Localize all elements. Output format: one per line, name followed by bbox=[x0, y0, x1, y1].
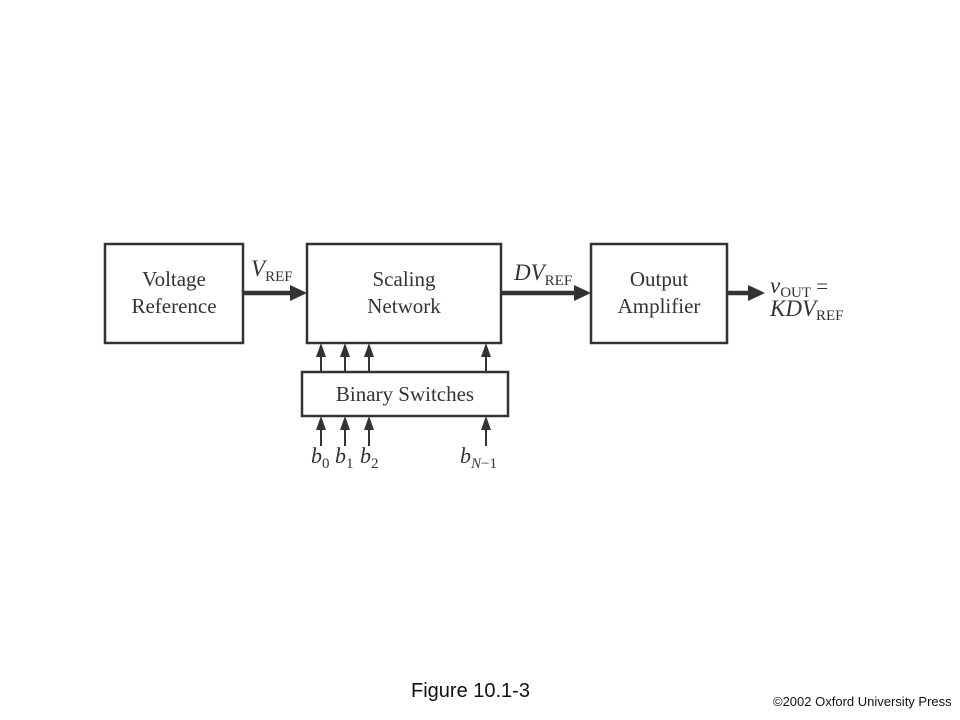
bit-label-b1: b1 bbox=[335, 443, 354, 472]
copyright-notice: ©2002 Oxford University Press bbox=[773, 694, 952, 709]
voltage-reference-block: Voltage Reference bbox=[103, 242, 245, 345]
bit-label-b0: b0 bbox=[311, 443, 330, 472]
vref-label: VREF bbox=[251, 256, 293, 285]
voltage-reference-label-line1: Voltage bbox=[142, 267, 206, 291]
scaling-network-label-line1: Scaling bbox=[373, 267, 436, 291]
bit-label-b2: b2 bbox=[360, 443, 379, 472]
switch-to-network-arrows bbox=[316, 343, 491, 372]
dvref-label: DVREF bbox=[513, 260, 572, 289]
scaling-network-label-line2: Network bbox=[367, 294, 441, 318]
binary-switches-block: Binary Switches bbox=[300, 370, 510, 418]
dvref-arrow bbox=[501, 285, 591, 301]
bit-label-bn-minus-1: bN−1 bbox=[460, 443, 497, 472]
bit-input-arrows bbox=[316, 416, 491, 446]
vout-label-line2: KDVREF bbox=[769, 296, 844, 324]
scaling-network-block: Scaling Network bbox=[305, 242, 503, 345]
vout-arrow bbox=[727, 285, 765, 301]
vref-arrow bbox=[243, 285, 307, 301]
output-amplifier-label-line2: Amplifier bbox=[618, 294, 701, 318]
output-amplifier-block: Output Amplifier bbox=[589, 242, 729, 345]
vout-label-line1: vOUT = bbox=[770, 273, 828, 301]
voltage-reference-label-line2: Reference bbox=[131, 294, 216, 318]
binary-switches-label: Binary Switches bbox=[336, 382, 474, 406]
output-amplifier-label-line1: Output bbox=[630, 267, 689, 291]
figure-caption: Figure 10.1-3 bbox=[411, 680, 530, 702]
